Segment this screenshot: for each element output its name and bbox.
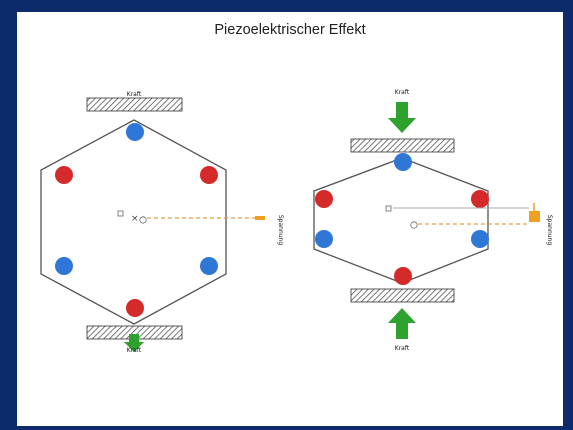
negative-charge — [315, 230, 333, 248]
positive-charge — [471, 190, 489, 208]
arrow-down-icon — [388, 102, 416, 133]
hexagon-relaxed — [40, 119, 227, 325]
charge-center-cross: × — [131, 214, 139, 224]
charge-center-circle — [139, 216, 147, 224]
negative-charge — [55, 257, 73, 275]
plate-bottom-right — [350, 288, 455, 303]
diagram-title: Piezoelektrischer Effekt — [214, 22, 366, 38]
arrow-down-icon — [124, 334, 144, 352]
force-label-right-bottom: Kraft — [395, 345, 410, 352]
force-label-left-bottom: Kraft — [127, 347, 142, 354]
negative-charge — [394, 153, 412, 171]
positive-charge — [126, 299, 144, 317]
negative-charge — [200, 257, 218, 275]
negative-charge — [126, 123, 144, 141]
hexagon-compressed — [313, 157, 489, 284]
plate-top-left — [86, 97, 183, 112]
charge-center-marker — [385, 205, 392, 212]
voltage-label-right: Spannung — [546, 215, 553, 246]
diagram-frame: Piezoelektrischer Effekt Kraft Kraft — [17, 12, 563, 426]
plate-top-right — [350, 138, 455, 153]
crystal-relaxed: Kraft Kraft × Spannung — [40, 91, 284, 354]
voltage-meter-icon — [255, 216, 265, 220]
voltage-meter-icon — [529, 211, 540, 222]
force-label-right-top: Kraft — [395, 89, 410, 96]
charge-center-marker — [117, 210, 124, 217]
arrow-up-icon — [388, 308, 416, 339]
positive-charge — [394, 267, 412, 285]
charge-center-circle — [410, 221, 418, 229]
force-label-left-top: Kraft — [127, 91, 142, 98]
piezo-diagram: Kraft Kraft × Spannung Kraft — [40, 89, 553, 354]
positive-charge — [55, 166, 73, 184]
crystal-compressed: Kraft Kraft Spannung — [313, 89, 553, 352]
positive-charge — [200, 166, 218, 184]
voltage-label-left: Spannung — [277, 215, 284, 246]
positive-charge — [315, 190, 333, 208]
negative-charge — [471, 230, 489, 248]
